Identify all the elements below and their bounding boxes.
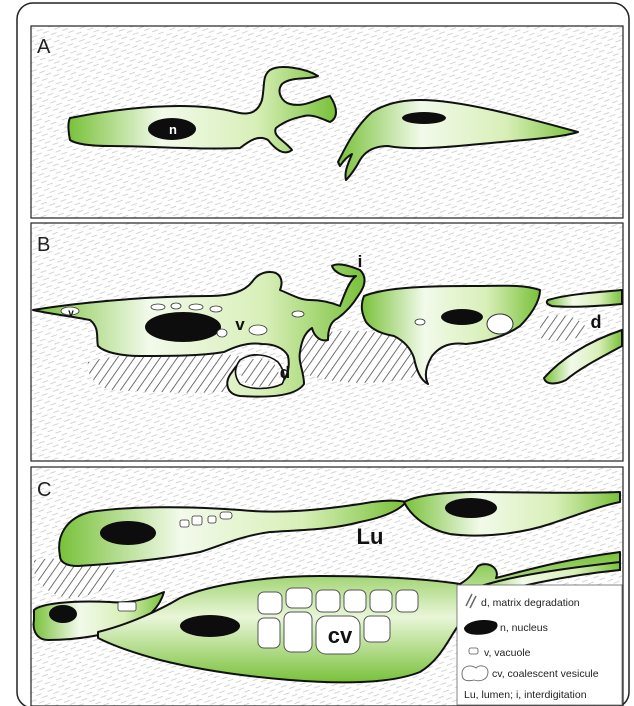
panel-b-nucleus-right [441,309,483,325]
coalescent-vesicle-icon [286,588,312,608]
vacuole-icon [220,512,232,519]
vacuole-icon [171,303,181,309]
coalescent-vesicle-icon [344,590,366,612]
legend-item-vacuole: v, vacuole [484,647,531,659]
legend-item-lumen-interdigitation: Lu, lumen; i, interdigitation [464,689,587,701]
panel-c-nucleus-bottom-left [49,605,77,623]
legend-item-matrix-degradation: d, matrix degradation [481,597,580,609]
panel-c: C Lu [31,467,623,706]
vacuole-icon [469,648,478,654]
vacuole-icon [189,304,203,310]
coalescent-vesicle-icon [364,616,390,642]
legend: d, matrix degradation n, nucleus v, vacu… [457,585,622,705]
panel-c-letter: C [37,479,51,501]
vacuole-label-left: v [68,308,74,319]
panel-b: B v v d i d [31,223,623,461]
coalescent-vesicle-icon [396,590,418,612]
nucleus-label: n [169,122,177,137]
coalescent-vesicle-label: cv [328,623,353,648]
coalescent-vesicle-icon [258,592,282,614]
vacuole-icon [217,329,227,337]
panel-b-nucleus-left [145,312,221,342]
vacuole-icon [210,306,222,312]
panel-c-nucleus-top-right [445,498,497,518]
vacuole-icon [208,516,216,523]
vacuole-label: v [235,315,245,334]
vacuole-icon [192,516,202,525]
degradation-label-loop: d [280,363,290,382]
vacuole-icon [249,325,267,335]
coalescent-vesicle-icon [462,666,488,681]
panel-a-letter: A [37,36,51,58]
vacuole-icon [415,319,425,325]
panel-c-nucleus-bottom [180,615,240,637]
lumen-label: Lu [357,524,384,549]
vacuole-icon [118,602,136,611]
degradation-label-right: d [591,312,602,332]
vacuole-icon [151,304,165,310]
interdigitation-label: i [358,252,363,271]
vacuole-icon [180,520,189,527]
legend-item-nucleus: n, nucleus [500,622,548,634]
panel-a-nucleus-right [402,112,446,124]
panel-c-nucleus-top [100,521,156,545]
panel-a: A n [31,26,623,218]
panel-b-letter: B [37,234,50,256]
vacuole-icon [292,311,304,317]
coalescent-vesicle-icon [487,314,513,334]
coalescent-vesicle-icon [370,590,392,612]
coalescent-vesicle-icon [316,590,340,612]
legend-item-coalescent-vesicle: cv, coalescent vesicule [492,668,599,680]
coalescent-vesicle-icon [258,618,280,648]
coalescent-vesicle-icon [284,612,312,652]
